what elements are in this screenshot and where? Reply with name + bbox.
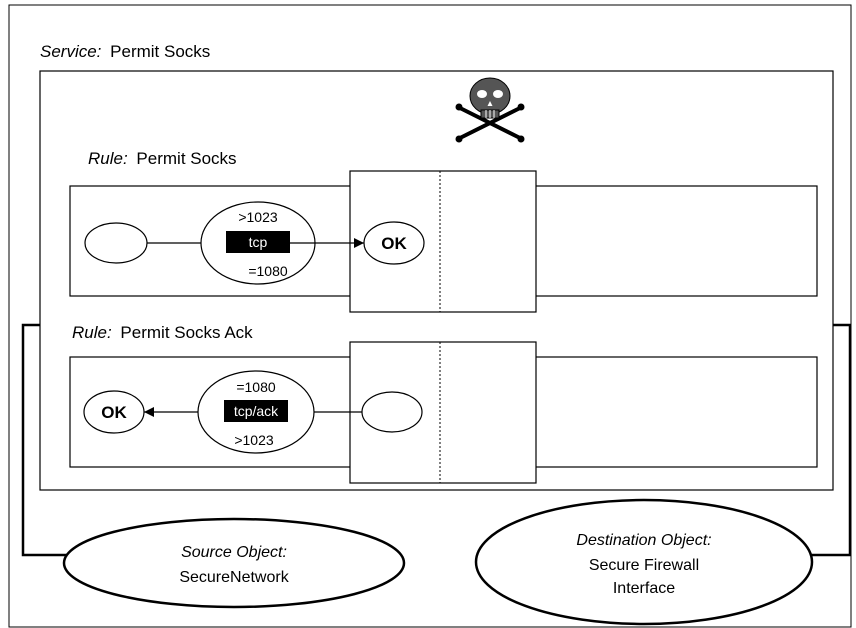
source-object-label: Source Object: xyxy=(181,544,287,561)
destination-object-name-line2: Interface xyxy=(613,580,675,597)
rule-1-port-bottom: =1080 xyxy=(248,263,288,279)
rule-2-port-top: =1080 xyxy=(236,379,276,395)
destination-object-ellipse xyxy=(474,498,814,626)
destination-object-name-line1: Secure Firewall xyxy=(589,557,699,574)
rule-1-protocol-badge xyxy=(226,231,290,253)
rule-2-protocol-label: tcp/ack xyxy=(234,403,279,419)
rule-1-source-node xyxy=(84,222,148,264)
rule-1-port-top: >1023 xyxy=(238,209,278,225)
rule-2-ok-label: OK xyxy=(101,403,127,422)
source-bracket xyxy=(21,323,68,557)
rule-2-port-bottom: >1023 xyxy=(234,432,274,448)
rule-2-destination-node xyxy=(361,391,423,433)
destination-object-label: Destination Object: xyxy=(576,532,711,549)
rule-1-destination-box xyxy=(533,185,818,297)
rule-1-ok-label: OK xyxy=(381,234,407,253)
rule-2-destination-box xyxy=(533,356,818,468)
source-object-name: SecureNetwork xyxy=(179,569,289,586)
skull-and-crossbones-icon xyxy=(455,77,525,143)
rule-1-ok-node xyxy=(363,221,425,265)
rule-2-label: Rule: Permit Socks Ack xyxy=(72,323,253,342)
rule-1-firewall-box xyxy=(349,170,537,313)
source-object-ellipse xyxy=(62,517,406,609)
service-label: Service: Permit Socks xyxy=(40,42,210,61)
rule-1-protocol-label: tcp xyxy=(249,234,268,250)
rule-2-protocol-badge xyxy=(224,400,288,422)
outer-frame xyxy=(8,4,852,628)
rule-1-label: Rule: Permit Socks xyxy=(88,149,237,168)
destination-bracket xyxy=(806,323,852,557)
service-box xyxy=(39,70,834,491)
